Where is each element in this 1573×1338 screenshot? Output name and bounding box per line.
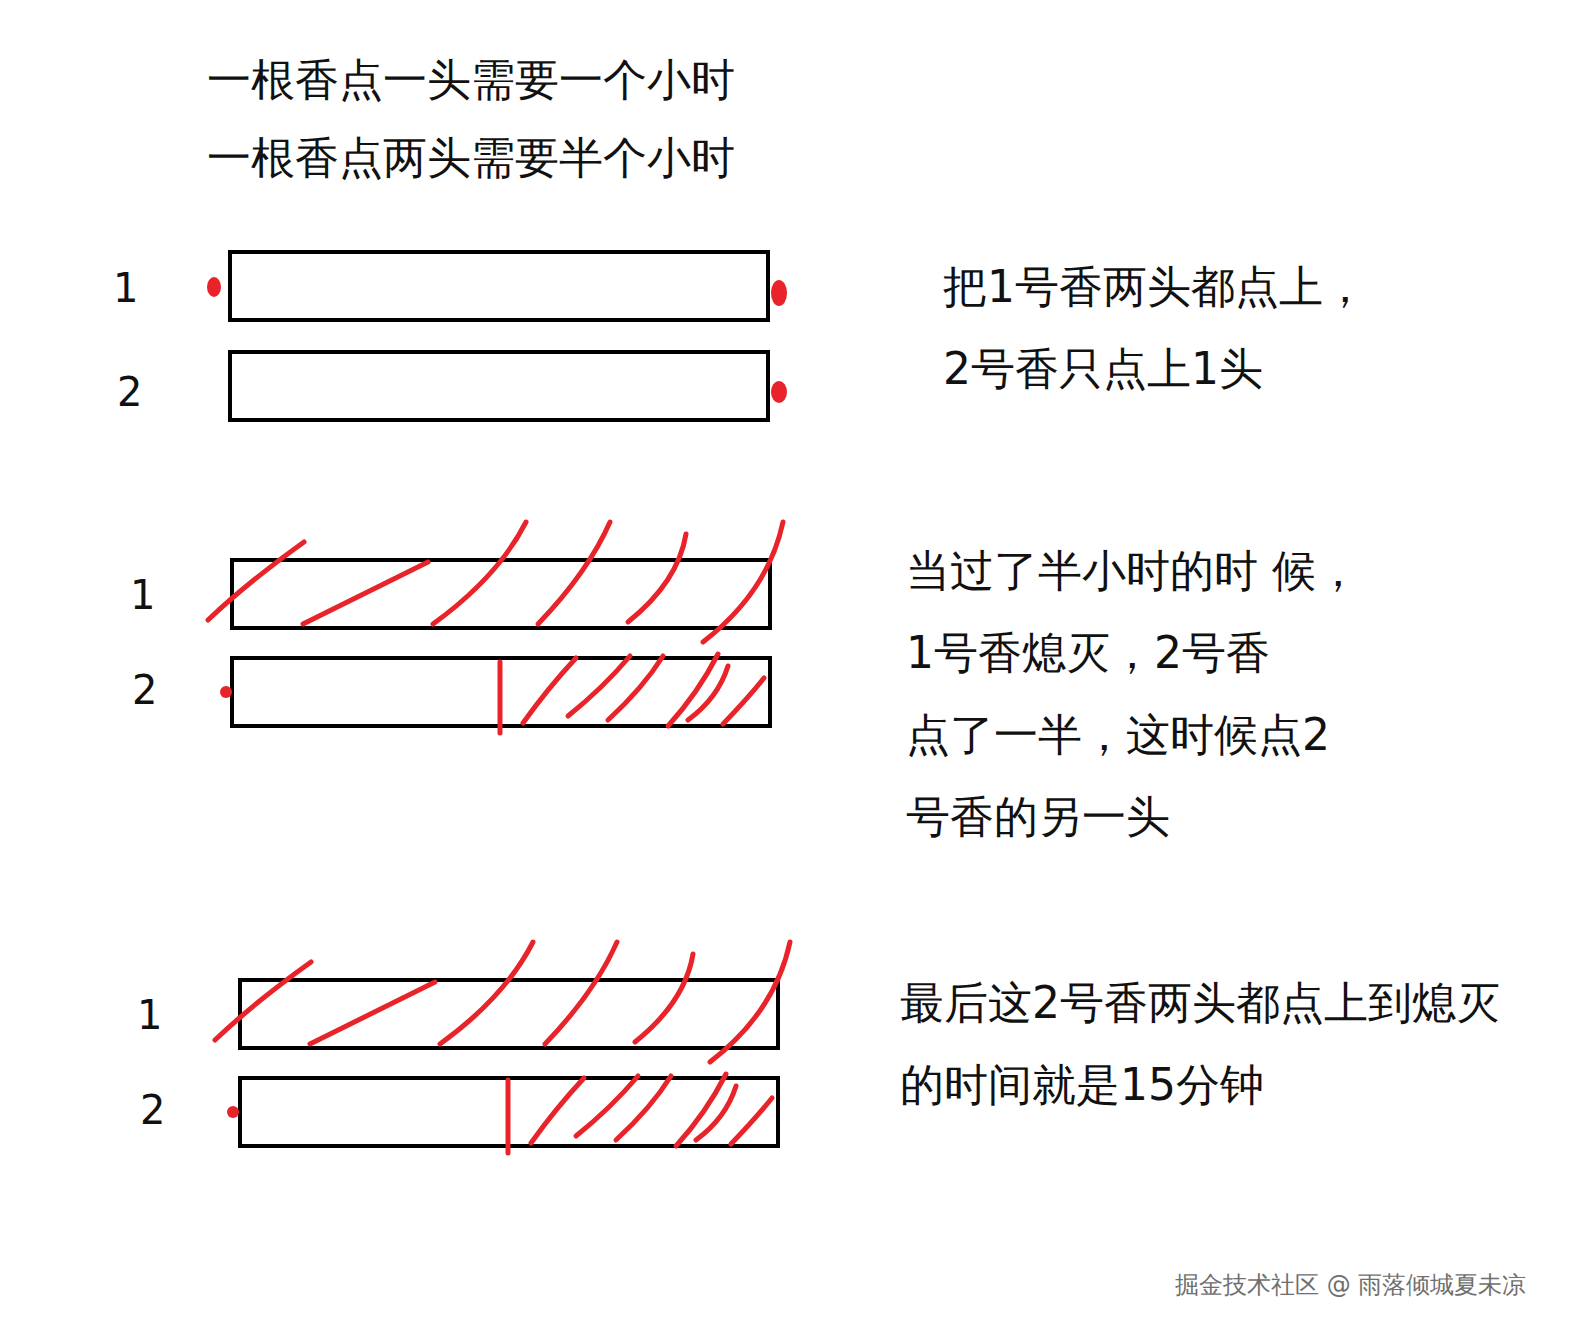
flame-dot bbox=[227, 1106, 239, 1118]
stick-number: 2 bbox=[132, 665, 157, 715]
flame-dot bbox=[771, 280, 787, 306]
midpoint-mark bbox=[506, 1080, 511, 1153]
incense-stick bbox=[230, 352, 768, 420]
flame-dot bbox=[207, 277, 221, 297]
step-note: 当过了半小时的时 候，1号香熄灭，2号香 点了一半，这时候点2 号香的另一头 bbox=[906, 530, 1366, 858]
watermark: 掘金技术社区 @ 雨落倾城夏未凉 bbox=[1175, 1270, 1526, 1300]
rule-text: 一根香点一头需要一个小时 bbox=[207, 50, 735, 110]
stick-number: 2 bbox=[140, 1085, 165, 1135]
incense-stick bbox=[230, 252, 768, 320]
step-note: 最后这2号香两头都点上到熄灭 的时间就是15分钟 bbox=[900, 962, 1508, 1126]
stick-number: 2 bbox=[117, 367, 142, 417]
stick-number: 1 bbox=[113, 263, 138, 313]
rule-text: 一根香点两头需要半个小时 bbox=[207, 128, 735, 188]
midpoint-mark bbox=[498, 662, 503, 733]
flame-dot bbox=[771, 381, 787, 403]
stick-number: 1 bbox=[130, 570, 155, 620]
flame-dot bbox=[220, 686, 232, 698]
stick-number: 1 bbox=[137, 990, 162, 1040]
step-note: 把1号香两头都点上， 2号香只点上1头 bbox=[943, 246, 1375, 410]
